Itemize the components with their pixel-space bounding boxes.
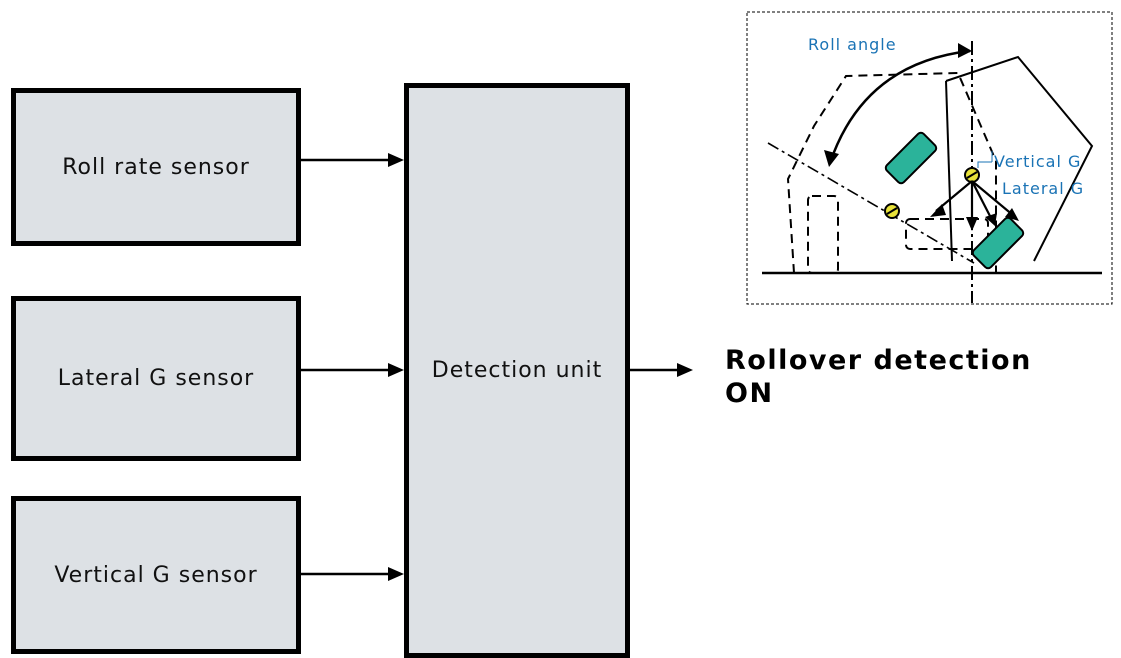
- roll-rate-sensor-label: Roll rate sensor: [62, 154, 250, 180]
- roll-angle-arrowhead-top: [958, 43, 972, 58]
- vertical-g-label: Vertical G: [994, 152, 1081, 171]
- lateral-g-label: Lateral G: [1002, 179, 1084, 198]
- detection-unit-label: Detection unit: [431, 358, 603, 383]
- roll-angle-arrowhead-bottom: [824, 150, 839, 167]
- vertical-g-sensor-box: Vertical G sensor: [11, 496, 301, 654]
- detection-unit-box: Detection unit: [404, 83, 630, 658]
- lower-tire: [971, 216, 1025, 270]
- upper-tire: [884, 131, 938, 185]
- rollover-detection-output: Rollover detection ON: [725, 345, 1032, 409]
- arrowhead-lateral: [388, 363, 404, 377]
- force-vector-arrowheads: [930, 204, 1019, 231]
- roll-angle-label: Roll angle: [808, 35, 897, 54]
- arrowhead-roll: [388, 153, 404, 167]
- rollover-illustration: Roll angle Vertical G Lateral G: [746, 11, 1113, 305]
- vertical-g-sensor-label: Vertical G sensor: [54, 562, 258, 588]
- lateral-g-sensor-label: Lateral G sensor: [57, 366, 255, 391]
- vertical-g-leader: [977, 161, 992, 168]
- tilted-axis: [767, 142, 975, 264]
- arrowhead-vertical: [388, 567, 404, 581]
- roll-rate-sensor-box: Roll rate sensor: [11, 88, 301, 246]
- tilted-vehicle-outline: [945, 55, 1094, 262]
- roll-angle-arc: [828, 49, 971, 164]
- arrowhead-output: [677, 363, 693, 377]
- center-of-gravity-tilted: [964, 167, 980, 183]
- lateral-g-sensor-box: Lateral G sensor: [11, 296, 301, 461]
- upright-vehicle-outline: [786, 71, 997, 274]
- center-of-gravity-upright: [884, 203, 900, 219]
